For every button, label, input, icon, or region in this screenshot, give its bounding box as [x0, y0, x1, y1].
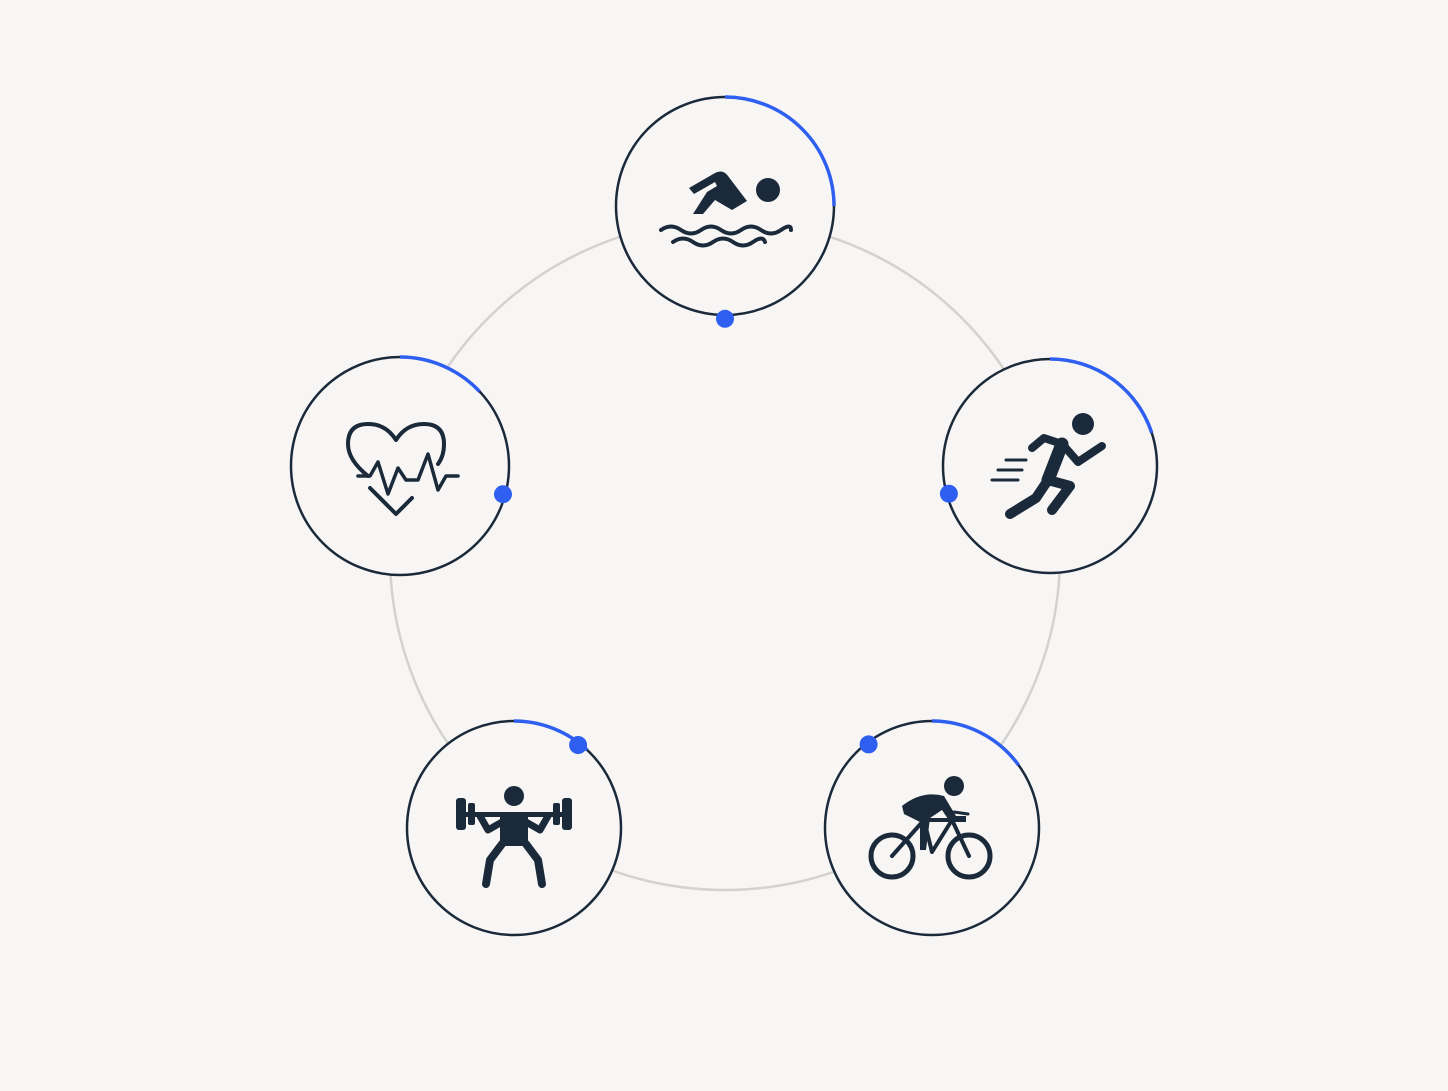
- swimming-icon: [659, 171, 793, 248]
- activity-node-cycling[interactable]: [823, 719, 1041, 937]
- running-icon: [990, 413, 1106, 519]
- activity-node-swimming[interactable]: [614, 95, 836, 328]
- activity-node-running[interactable]: [939, 357, 1159, 575]
- progress-arc: [931, 719, 1020, 767]
- activity-node-heart-rate[interactable]: [289, 355, 512, 577]
- progress-arc: [1049, 357, 1154, 434]
- cycling-icon: [868, 776, 993, 880]
- heart-rate-icon: [346, 422, 460, 516]
- progress-dot[interactable]: [569, 736, 588, 754]
- activity-node-strength[interactable]: [405, 719, 623, 937]
- progress-dot[interactable]: [859, 735, 878, 754]
- weightlifting-icon: [456, 786, 572, 888]
- progress-arc: [724, 95, 836, 207]
- progress-arc: [399, 355, 481, 393]
- progress-dot[interactable]: [494, 485, 512, 504]
- progress-dot[interactable]: [939, 484, 958, 503]
- node-circle: [823, 719, 1041, 937]
- progress-dot[interactable]: [716, 309, 734, 328]
